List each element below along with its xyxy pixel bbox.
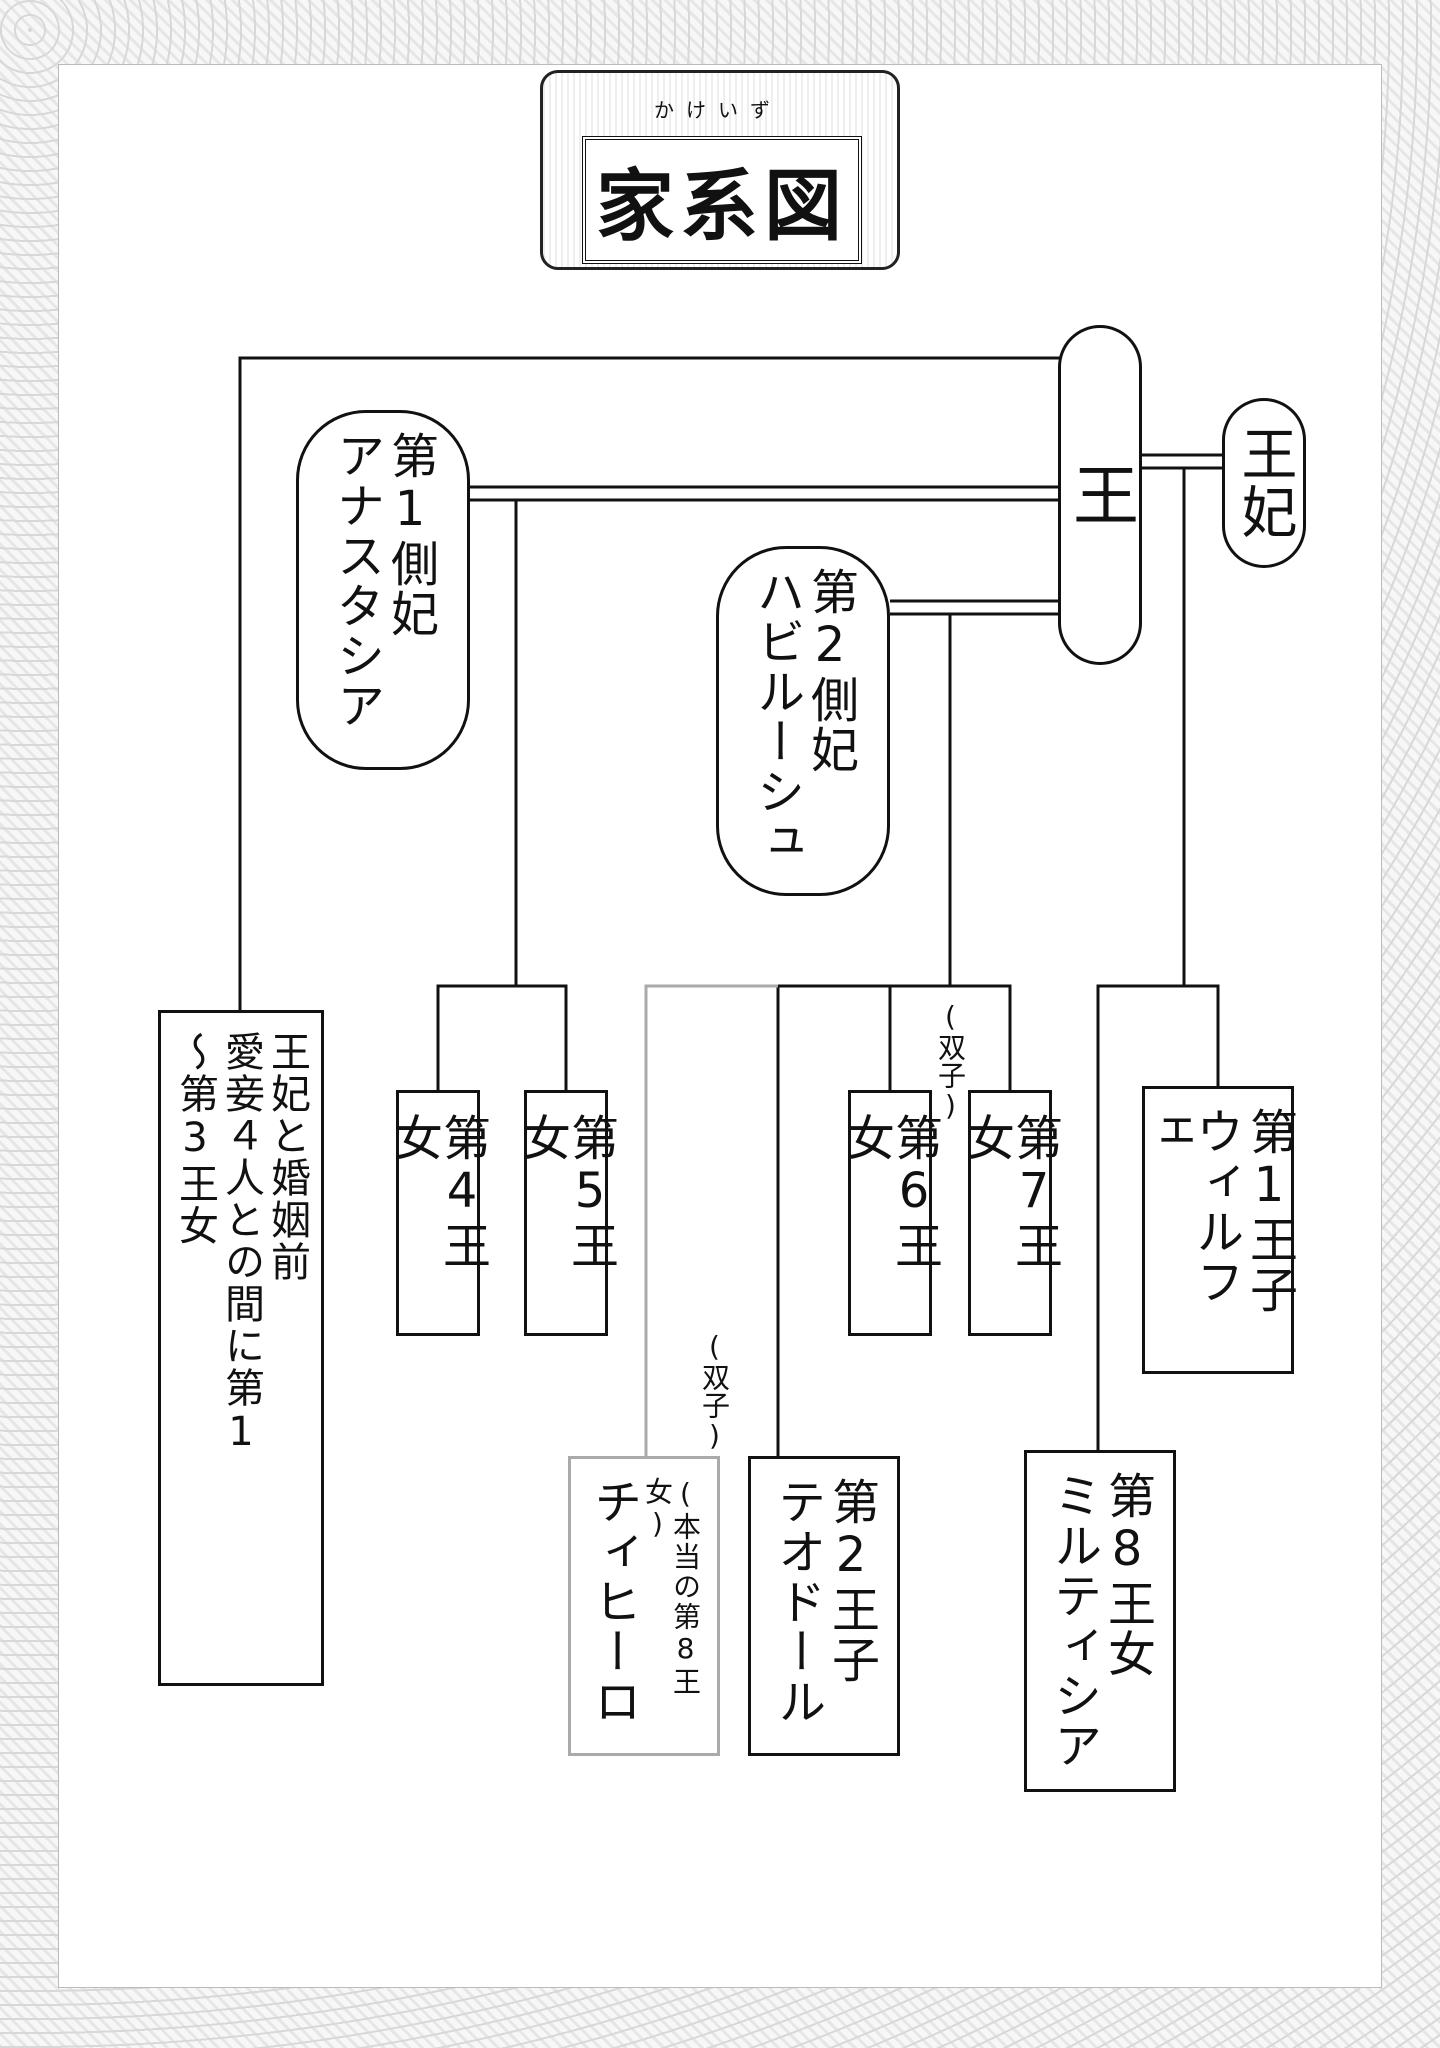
line-chihiro xyxy=(644,984,778,1456)
node-princess-4: 第4王女 xyxy=(386,1090,490,1336)
prince-1-title: 第1王子 xyxy=(1241,1107,1297,1315)
node-princess-7: 第7王女 xyxy=(958,1090,1062,1336)
node-princess-8: 第8王女 ミルティシア xyxy=(1024,1450,1176,1792)
node-second-consort: 第2側妃 ハビルーシュ xyxy=(716,546,890,896)
king-label: 王 xyxy=(1062,461,1139,529)
first-consort-name: アナスタシア xyxy=(328,431,384,731)
line-king-to-princesses-1-3 xyxy=(238,356,1060,1010)
second-consort-name: ハビルーシュ xyxy=(748,567,804,867)
node-princesses-1-3: 王妃と婚姻前 愛妾４人との間に第1 ～第3王女 xyxy=(158,1010,324,1686)
line-princess-8 xyxy=(1096,984,1184,1450)
node-queen: 王妃 xyxy=(1222,398,1306,568)
line-princess-6-7 xyxy=(888,984,1012,1090)
princess-8-name: ミルティシア xyxy=(1045,1471,1101,1771)
princess-5-label: 第5王女 xyxy=(514,1113,618,1271)
princess-6-label: 第6王女 xyxy=(838,1113,942,1271)
prince-1-name: ウィルフェ xyxy=(1139,1107,1243,1307)
title-box: 家系図 xyxy=(582,136,862,264)
first-consort-title: 第1側妃 xyxy=(382,431,438,639)
twins-label-lower: (双子) xyxy=(698,1330,731,1452)
queen-label: 王妃 xyxy=(1232,425,1297,541)
chihiro-name: チィヒーロ xyxy=(585,1477,641,1727)
princess-7-label: 第7王女 xyxy=(958,1113,1062,1271)
page-title: 家系図 xyxy=(595,161,848,252)
title-ruby: かけいず xyxy=(654,98,782,122)
prince-2-title: 第2王子 xyxy=(823,1477,879,1685)
princess-4-label: 第4王女 xyxy=(386,1113,490,1271)
line-prince-1 xyxy=(1184,984,1220,1086)
node-princess-6: 第6王女 xyxy=(838,1090,942,1336)
princess-8-title: 第8王女 xyxy=(1099,1471,1155,1679)
node-prince-2: 第2王子 テオドール xyxy=(748,1456,900,1756)
princesses-1-3-line-3: ～第3王女 xyxy=(172,1031,218,1247)
second-consort-title: 第2側妃 xyxy=(802,567,858,775)
princesses-1-3-line-2: 愛妾４人との間に第1 xyxy=(218,1031,264,1457)
node-prince-1: 第1王子 ウィルフェ xyxy=(1139,1086,1297,1374)
node-king: 王 xyxy=(1058,325,1142,665)
prince-2-name: テオドール xyxy=(769,1477,825,1727)
princesses-1-3-line-1: 王妃と婚姻前 xyxy=(264,1031,310,1283)
line-princess-4-5-bar xyxy=(436,984,568,1090)
node-princess-5: 第5王女 xyxy=(514,1090,618,1336)
node-chihiro: (本当の第8王女) チィヒーロ xyxy=(568,1456,720,1756)
twins-label-upper: (双子) xyxy=(934,1000,967,1122)
chihiro-note: (本当の第8王女) xyxy=(641,1477,702,1697)
title-plate: かけいず 家系図 xyxy=(540,70,900,270)
node-first-consort: 第1側妃 アナスタシア xyxy=(296,410,470,770)
